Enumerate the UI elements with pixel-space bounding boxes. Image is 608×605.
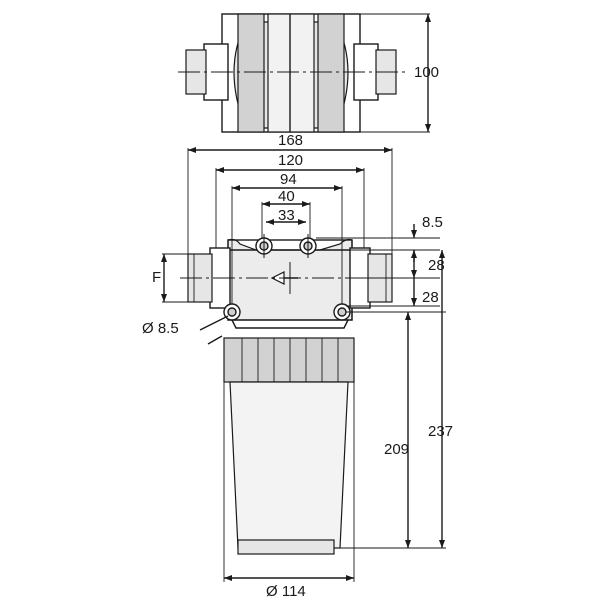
- top-view: [178, 13, 431, 133]
- thread-label: F: [152, 269, 161, 286]
- bowl-diameter-label: Ø 114: [266, 583, 306, 600]
- thread-dim: [161, 253, 190, 303]
- lower-offset-label: 28: [422, 289, 439, 306]
- overall-width-label: 168: [278, 132, 303, 149]
- front-view-width-dims: [187, 147, 393, 304]
- outer-holes-label: 94: [280, 171, 297, 188]
- side-hole-label: Ø 8.5: [142, 320, 179, 337]
- front-view: [180, 234, 404, 555]
- upper-holes-label: 40: [278, 188, 295, 205]
- inner-holes-label: 33: [278, 207, 295, 224]
- bowl-diameter-dim: [223, 382, 355, 582]
- height-dims: [336, 250, 446, 549]
- total-height-label: 237: [428, 423, 453, 440]
- top-view-height-label: 100: [414, 64, 439, 81]
- side-hole-leader: [199, 315, 229, 331]
- bowl-height-label: 209: [384, 441, 409, 458]
- hole-size-label: 8.5: [422, 214, 443, 231]
- upper-offset-label: 28: [428, 257, 445, 274]
- head-offset-dims: [316, 224, 440, 307]
- body-width-label: 120: [278, 152, 303, 169]
- side-hole-leader-arrow: [207, 335, 223, 345]
